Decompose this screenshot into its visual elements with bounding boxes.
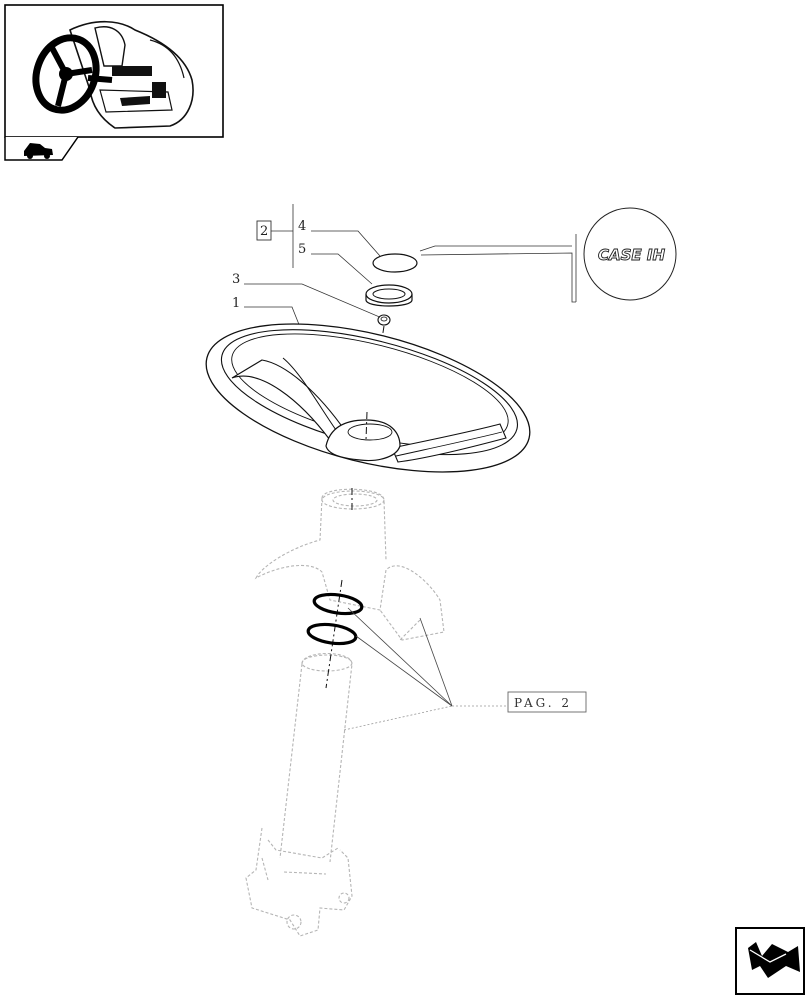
callout-1: 1 [232, 296, 240, 311]
part-5-insert [365, 284, 413, 307]
tractor-steering-thumbnail-icon [32, 20, 194, 129]
leader-line-5 [311, 253, 373, 285]
steering-column-context [245, 488, 445, 937]
logo-badge [583, 207, 677, 301]
callout-3: 3 [232, 272, 240, 287]
thumbnail-panel [4, 4, 224, 138]
pag-2-label: PAG. 2 [514, 696, 572, 710]
next-page-arrow-icon [748, 942, 800, 978]
o-ring-lower [306, 622, 358, 646]
logo-detail: CASE IH [419, 207, 677, 303]
part-4-cap [372, 253, 418, 273]
callout-4: 4 [298, 219, 306, 234]
section-tab[interactable] [4, 136, 79, 161]
o-ring-upper [312, 592, 364, 616]
pag-2-label-box[interactable] [507, 691, 587, 713]
case-ih-logo-text: CASE IH [598, 246, 665, 264]
page-reference: PAG. 2 [343, 607, 587, 731]
tractor-tab-icon [24, 143, 53, 159]
group-bracket: 2 [256, 204, 294, 268]
callout-group-2: 2 [260, 224, 268, 239]
leader-line-4 [311, 230, 381, 257]
next-page-button[interactable] [735, 927, 805, 995]
part-3-nut [377, 314, 391, 326]
part-1-steering-wheel [205, 323, 531, 473]
callout-5: 5 [298, 242, 306, 257]
leader-line-3 [244, 283, 383, 319]
